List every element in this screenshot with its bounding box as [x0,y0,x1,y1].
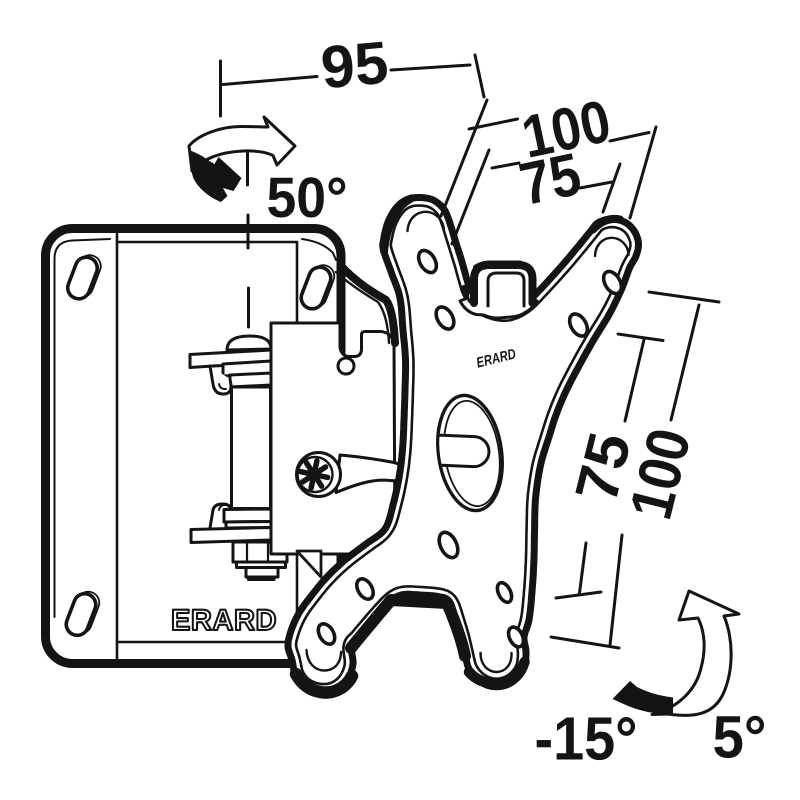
svg-text:95: 95 [318,29,391,102]
svg-text:ERARD: ERARD [171,604,277,637]
svg-text:75: 75 [562,426,643,508]
svg-text:75: 75 [514,140,587,218]
svg-text:5°: 5° [713,704,767,771]
svg-text:-15°: -15° [535,705,638,773]
svg-text:50°: 50° [267,166,348,230]
